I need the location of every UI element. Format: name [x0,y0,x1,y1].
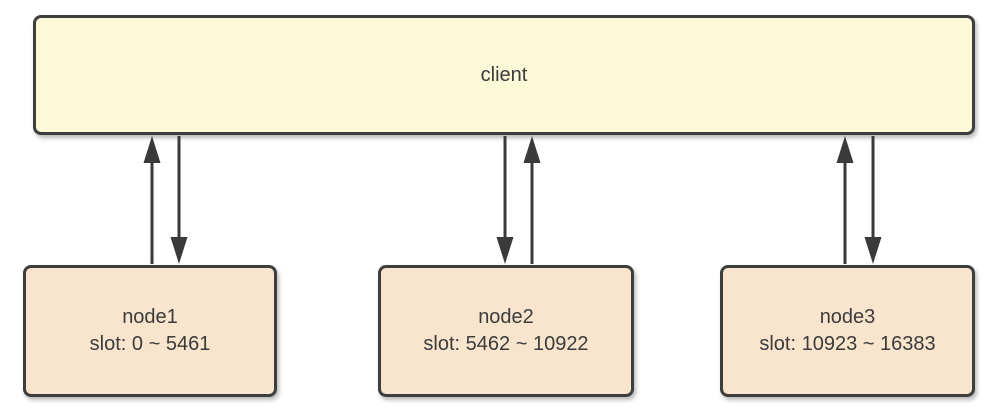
arrow-down-node1 [170,136,188,264]
client-box: client [33,15,975,135]
node2-box: node2 slot: 5462 ~ 10922 [378,265,634,397]
node1-label: node1 [122,306,178,328]
node2-label: node2 [478,306,534,328]
arrow-up-node1 [143,136,161,264]
node1-slot-range: slot: 0 ~ 5461 [89,333,211,355]
arrow-up-node3 [836,136,854,264]
node1-box: node1 slot: 0 ~ 5461 [23,265,277,397]
arrow-down-node2 [496,136,514,264]
node3-box: node3 slot: 10923 ~ 16383 [720,265,975,397]
node3-slot-range: slot: 10923 ~ 16383 [759,333,936,355]
node2-slot-range: slot: 5462 ~ 10922 [423,333,589,355]
client-label: client [480,63,528,86]
node3-label: node3 [819,306,876,328]
arrow-up-node2 [523,136,541,264]
arrow-down-node3 [864,136,882,264]
